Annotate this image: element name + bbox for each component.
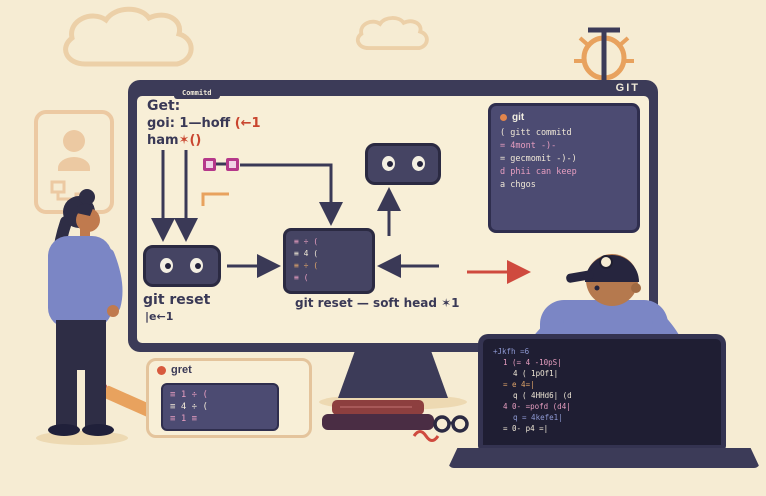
label-git-reset: git reset <box>143 292 211 308</box>
laptop-code-line: 4 0- =pofd (d4| <box>503 402 571 411</box>
orange-bracket-icon <box>201 192 229 206</box>
books-icon <box>322 400 434 430</box>
glasses-icon <box>433 415 469 433</box>
commit-node-left <box>143 245 221 287</box>
commit-square <box>226 158 239 171</box>
laptop-code-line: +Jkfh =6 <box>493 347 530 356</box>
squiggle-icon <box>412 430 440 442</box>
git-panel-header: git <box>500 112 628 123</box>
laptop-code-line: q ( 4HHd6| (d <box>513 391 572 400</box>
cloud-icon <box>63 6 194 67</box>
git-panel-title: git <box>512 112 525 123</box>
commitd-tab: Commitd <box>174 87 220 99</box>
center-code-panel: ≡ ÷ ( ≡ 4 ( ≡ ÷ ( ≡ ( <box>283 228 375 294</box>
monitor-stand <box>338 348 448 398</box>
commit-node-right <box>365 143 441 185</box>
window-dot-icon <box>500 114 507 121</box>
annotation-text: Get: goi: 1—hoff (←1 ham✶() <box>147 98 261 149</box>
git-terminal-panel: git ( gitt commitd = 4mont -)- = gecmomi… <box>488 103 640 233</box>
terminal-line: a chgos <box>500 180 536 190</box>
popup-code-panel: ≡ 1 ÷ ( ≡ 4 ÷ ( ≡ 1 ≡ <box>161 383 279 431</box>
laptop-code-line: 1 (= 4 -10pS| <box>503 358 562 367</box>
robot-eye-icon <box>190 258 203 273</box>
popup-window: gret ≡ 1 ÷ ( ≡ 4 ÷ ( ≡ 1 ≡ <box>146 358 312 438</box>
code-line: ≡ 4 ( <box>294 249 319 258</box>
code-line: ≡ 1 ÷ ( <box>170 390 208 400</box>
cap-logo-icon <box>599 255 613 269</box>
code-line: ≡ ÷ ( <box>294 261 319 270</box>
code-line: ≡ ( <box>294 273 309 282</box>
robot-eye-icon <box>160 258 173 273</box>
monitor-brand-label: GIT <box>615 82 640 94</box>
annotation-line3: ham✶() <box>147 133 202 148</box>
code-line: ≡ ÷ ( <box>294 237 319 246</box>
laptop-code-line: = e 4=| <box>503 380 535 389</box>
label-git-reset-soft: git reset — soft head ✶1 <box>295 296 460 310</box>
robot-eye-icon <box>382 156 395 171</box>
laptop-base <box>448 448 760 468</box>
cloud-icon-small <box>355 16 429 51</box>
annotation-line1: Get: <box>147 98 181 114</box>
terminal-line: d phii can keep <box>500 167 577 177</box>
laptop-screen: +Jkfh =6 1 (= 4 -10pS| 4 ( 1pOf1| = e 4=… <box>478 334 726 450</box>
diagram-arrows <box>151 150 531 284</box>
laptop-code-line: 4 ( 1pOf1| <box>513 369 559 378</box>
laptop-code-line: q = 4kefe1| <box>513 413 563 422</box>
code-line: ≡ 4 ÷ ( <box>170 402 208 412</box>
annotation-line2: goi: 1—hoff (←1 <box>147 116 261 131</box>
robot-eye-icon <box>412 156 425 171</box>
terminal-line: ( gitt commitd <box>500 128 572 138</box>
window-dot-icon <box>157 365 166 375</box>
woman-figure <box>36 189 128 445</box>
popup-header: gret <box>149 361 309 379</box>
commit-square <box>203 158 216 171</box>
terminal-line: = gecmomit -)-) <box>500 154 577 164</box>
popup-title: gret <box>171 364 192 376</box>
code-line: ≡ 1 ≡ <box>170 414 198 424</box>
terminal-line: = 4mont -)- <box>500 141 557 151</box>
label-git-reset-sub: |e←1 <box>145 310 174 323</box>
antenna-icon <box>588 27 620 84</box>
cap-icon <box>585 255 639 282</box>
laptop-code-line: = 0- p4 =| <box>503 424 549 433</box>
